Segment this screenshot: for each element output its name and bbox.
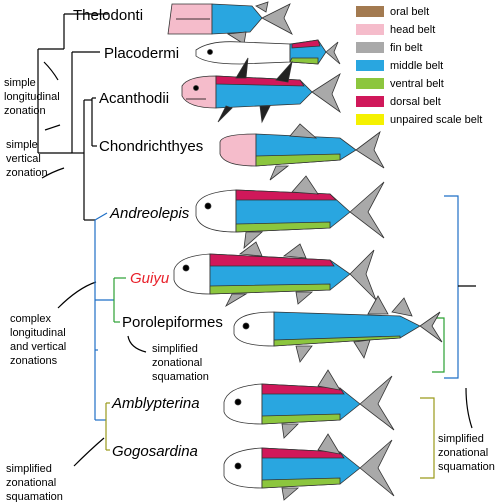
legend-swatch-ventral (356, 78, 384, 89)
fish-guiyu (173, 241, 377, 308)
annotation-simple-vertical: simple vertical zonation (6, 139, 48, 179)
taxon-label-guiyu: Guiyu (130, 270, 170, 287)
legend-label-middle: middle belt (390, 60, 443, 72)
legend-label-ventral: ventral belt (390, 78, 444, 90)
taxon-label-porolepiformes: Porolepiformes (122, 314, 223, 331)
fish-gogosardina (223, 433, 395, 501)
taxon-label-acanthodii: Acanthodii (99, 90, 169, 107)
annotation-line: simplified (152, 343, 198, 355)
annotation-line: zonation (6, 167, 48, 179)
annotation-line: zonational (438, 447, 488, 459)
taxon-label-thelodonti: Thelodonti (73, 7, 143, 24)
taxon-label-amblypterina: Amblypterina (111, 395, 200, 412)
annotation-simplified-bottom: simplified zonational squamation (6, 463, 63, 502)
legend-swatch-oral (356, 6, 384, 17)
annotation-line: simplified (6, 463, 52, 475)
annotation-line: simple (6, 139, 38, 151)
annotation-line: vertical (6, 153, 41, 165)
annotation-line: squamation (6, 491, 63, 502)
legend-swatch-dorsal (356, 96, 384, 107)
annotation-line: zonational (152, 357, 202, 369)
annotation-line: squamation (152, 371, 209, 383)
taxon-label-chondrichthyes: Chondrichthyes (99, 138, 203, 155)
legend-swatch-middle (356, 60, 384, 71)
fish-porolepiformes (233, 295, 443, 363)
annotation-line: zonation (4, 105, 46, 117)
legend-label-oral: oral belt (390, 6, 429, 18)
tree-green (113, 277, 445, 373)
annotation-line: zonational (6, 477, 56, 489)
fish-amblypterina (223, 369, 395, 439)
legend-swatch-fin (356, 42, 384, 53)
tree-olive (105, 397, 435, 479)
taxon-label-gogosardina: Gogosardina (112, 443, 198, 460)
legend-label-fin: fin belt (390, 42, 422, 54)
tree-blue (94, 195, 459, 421)
annotation-line: and vertical (10, 341, 66, 353)
tree-black (37, 13, 473, 467)
fish-placodermi (195, 39, 341, 65)
annotation-line: complex (10, 313, 51, 325)
fish-andreolepis (195, 175, 385, 250)
legend-label-unpaired: unpaired scale belt (390, 114, 482, 126)
fish-chondrichthyes (219, 123, 385, 181)
fish-acanthodii (181, 57, 341, 124)
annotation-simplified-mid: simplified zonational squamation (152, 343, 209, 383)
annotation-simplified-right: simplified zonational squamation (438, 433, 495, 473)
taxon-label-placodermi: Placodermi (104, 45, 179, 62)
legend-swatch-head (356, 24, 384, 35)
legend-swatch-unpaired (356, 114, 384, 125)
annotation-line: squamation (438, 461, 495, 473)
taxon-label-andreolepis: Andreolepis (109, 205, 190, 222)
fish-thelodonti (167, 1, 293, 45)
legend-label-dorsal: dorsal belt (390, 96, 441, 108)
annotation-line: simplified (438, 433, 484, 445)
annotation-line: longitudinal (10, 327, 66, 339)
annotation-line: simple (4, 77, 36, 89)
legend-label-head: head belt (390, 24, 435, 36)
annotation-line: zonations (10, 355, 58, 367)
annotation-line: longitudinal (4, 91, 60, 103)
annotation-simple-longitudinal: simple longitudinal zonation (4, 77, 60, 117)
annotation-complex: complex longitudinal and vertical zonati… (10, 313, 66, 367)
legend: oral belt head belt fin belt middle belt… (356, 6, 482, 126)
